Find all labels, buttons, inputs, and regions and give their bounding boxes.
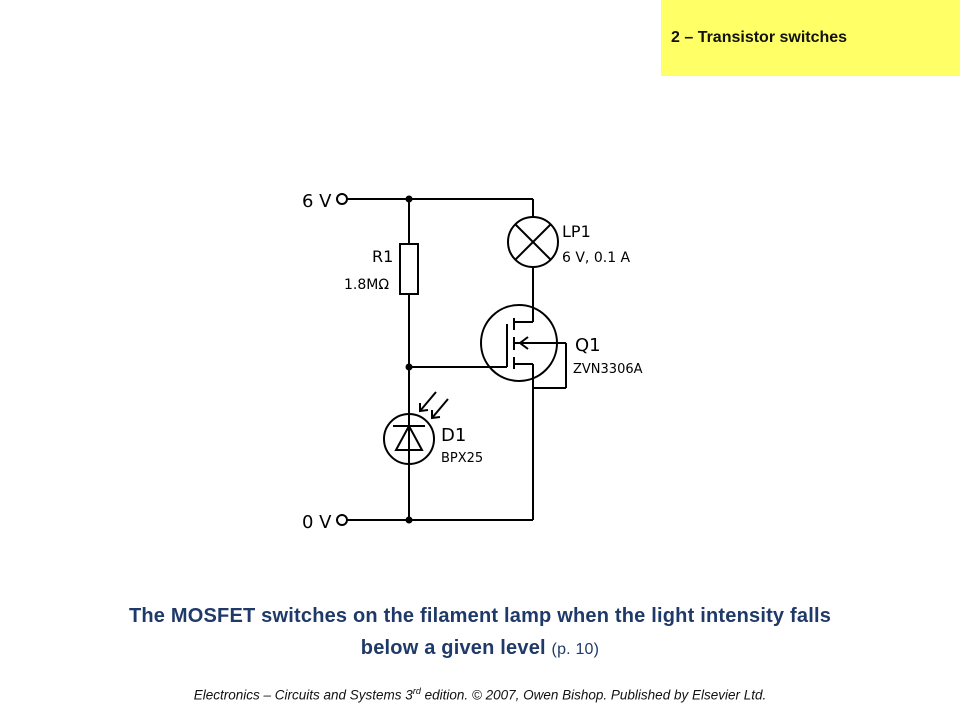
- lamp-lp1: [507, 216, 559, 268]
- label-lp1: LP1: [562, 222, 591, 241]
- label-r1: R1: [372, 247, 393, 266]
- footer-part2: edition. © 2007, Owen Bishop. Published …: [420, 687, 767, 703]
- resistor-r1: [399, 243, 419, 295]
- label-d1-part: BPX25: [441, 451, 483, 466]
- caption-page-ref: (p. 10): [551, 641, 600, 658]
- caption-line2-text: below a given level: [360, 637, 546, 659]
- label-d1: D1: [441, 425, 466, 446]
- light-arrows-icon: [419, 391, 449, 420]
- label-lp1-rating: 6 V, 0.1 A: [562, 250, 631, 266]
- caption: The MOSFET switches on the filament lamp…: [0, 600, 960, 666]
- footer-part1: Electronics – Circuits and Systems 3: [193, 687, 413, 703]
- photodiode-d1: [383, 413, 435, 465]
- caption-line1: The MOSFET switches on the filament lamp…: [128, 605, 832, 627]
- label-q1: Q1: [575, 335, 601, 356]
- mosfet-q1: [480, 304, 567, 389]
- terminal-0v: [336, 514, 348, 526]
- terminal-6v: [336, 193, 348, 205]
- label-0v: 0 V: [302, 512, 332, 533]
- label-q1-part: ZVN3306A: [573, 362, 643, 377]
- junction-dot: [405, 195, 413, 203]
- label-6v: 6 V: [302, 191, 332, 212]
- footer-citation: Electronics – Circuits and Systems 3rd e…: [0, 686, 960, 703]
- section-tag: 2 – Transistor switches: [661, 0, 960, 76]
- caption-line2: below a given level (p. 10): [0, 632, 960, 666]
- footer-superscript: rd: [412, 686, 421, 696]
- junction-dot: [405, 516, 413, 524]
- junction-dot: [405, 363, 413, 371]
- circuit-diagram: 6 V 0 V R1 1.8MΩ LP1 6 V, 0.1 A Q1 ZVN33…: [302, 191, 643, 533]
- label-r1-value: 1.8MΩ: [344, 277, 389, 293]
